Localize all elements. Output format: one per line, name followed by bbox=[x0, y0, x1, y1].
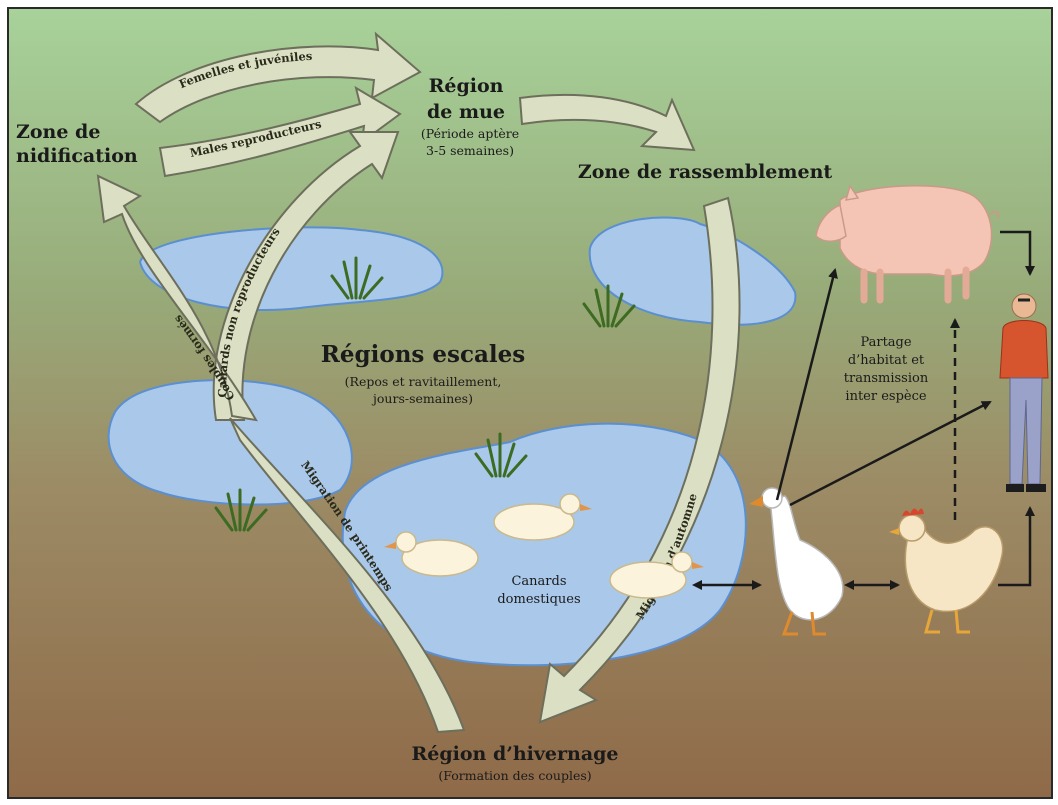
label-region-hivernage: Région d’hivernage bbox=[411, 743, 618, 765]
label-canards-2: domestiques bbox=[497, 592, 580, 607]
label-region-mue-1: Région bbox=[429, 75, 504, 97]
label-region-mue-sub-1: (Période aptère bbox=[421, 126, 519, 141]
label-partage-3: transmission bbox=[844, 371, 929, 386]
label-zone-rassemblement: Zone de rassemblement bbox=[578, 161, 833, 183]
label-region-mue-sub-2: 3-5 semaines) bbox=[426, 143, 514, 158]
label-region-mue-2: de mue bbox=[427, 101, 505, 123]
label-partage-2: d’habitat et bbox=[848, 353, 925, 368]
label-escales-sub-2: jours-semaines) bbox=[371, 391, 473, 406]
label-regions-escales: Régions escales bbox=[321, 341, 525, 368]
label-hivernage-sub: (Formation des couples) bbox=[438, 768, 591, 783]
label-zone-nidification-2: nidification bbox=[16, 145, 138, 167]
label-partage-4: inter espèce bbox=[845, 389, 926, 404]
label-escales-sub-1: (Repos et ravitaillement, bbox=[345, 374, 502, 389]
label-zone-nidification-1: Zone de bbox=[16, 121, 100, 143]
label-canards-1: Canards bbox=[511, 574, 566, 589]
label-partage-1: Partage bbox=[860, 335, 911, 350]
